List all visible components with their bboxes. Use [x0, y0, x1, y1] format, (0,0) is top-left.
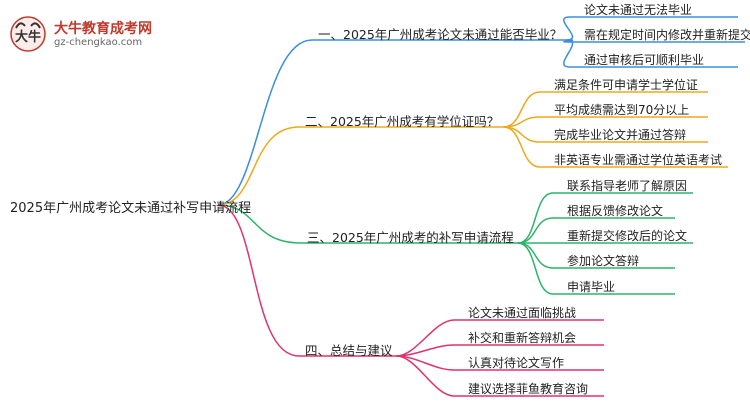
- root-link-2: [217, 126, 300, 206]
- branch-link-3-4: [517, 242, 554, 269]
- branch-node-1: 一、2025年广州成考论文未通过能否毕业？: [318, 27, 563, 42]
- leaf-node-4-3: 认真对待论文写作: [468, 356, 565, 370]
- leaf-node-2-1: 满足条件可申请学士学位证: [554, 78, 699, 92]
- leaf-node-4-4: 建议选择菲鱼教育咨询: [468, 382, 589, 396]
- leaf-node-3-5: 申请毕业: [567, 280, 616, 294]
- logo-brand-text: 大牛教育成考网: [54, 21, 152, 37]
- leaf-node-2-3: 完成毕业论文并通过答辩: [554, 128, 687, 142]
- branch-node-3: 三、2025年广州成考的补写申请流程: [307, 230, 514, 245]
- site-logo[interactable]: 大牛 大牛教育成考网 gz-chengkao.com: [8, 14, 168, 54]
- branch-link-3-2: [517, 217, 554, 244]
- leaf-node-3-2: 根据反馈修改论文: [567, 204, 664, 218]
- leaf-node-4-1: 论文未通过面临挑战: [468, 306, 577, 320]
- leaf-node-3-3: 重新提交修改后的论文: [567, 229, 688, 243]
- leaf-node-1-3: 通过审核后可顺利毕业: [584, 53, 705, 67]
- branch-link-1-1: [563, 16, 574, 41]
- leaf-node-3-4: 参加论文答辩: [567, 254, 640, 268]
- leaf-node-2-4: 非英语专业需通过学位英语考试: [554, 153, 723, 167]
- logo-site-text: gz-chengkao.com: [54, 37, 143, 48]
- branch-link-2-4: [503, 126, 541, 168]
- leaf-node-3-1: 联系指导老师了解原因: [567, 179, 688, 193]
- branch-node-4: 四、总结与建议: [305, 343, 393, 358]
- leaf-node-2-2: 平均成绩需达到70分以上: [554, 103, 690, 117]
- root-link-4: [217, 204, 300, 357]
- svg-text:大牛: 大牛: [15, 29, 41, 45]
- branch-node-2: 二、2025年广州成考有学位证吗？: [305, 114, 500, 129]
- branch-link-2-1: [503, 91, 541, 128]
- branch-link-1-3: [563, 39, 574, 68]
- root-link-1: [217, 39, 313, 206]
- leaf-node-1-1: 论文未通过无法毕业: [584, 3, 693, 17]
- branch-link-2-3: [503, 126, 541, 143]
- root-node: 2025年广州成考论文未通过补写申请流程: [10, 201, 252, 216]
- root-link-3: [217, 204, 302, 244]
- branch-link-3-5: [517, 242, 554, 295]
- leaf-node-4-2: 补交和重新答辩机会: [468, 331, 577, 345]
- bull-mascot-icon: 大牛: [10, 16, 46, 52]
- branch-link-4-4: [396, 355, 455, 397]
- leaf-node-1-2: 需在规定时间内修改并重新提交: [584, 28, 750, 42]
